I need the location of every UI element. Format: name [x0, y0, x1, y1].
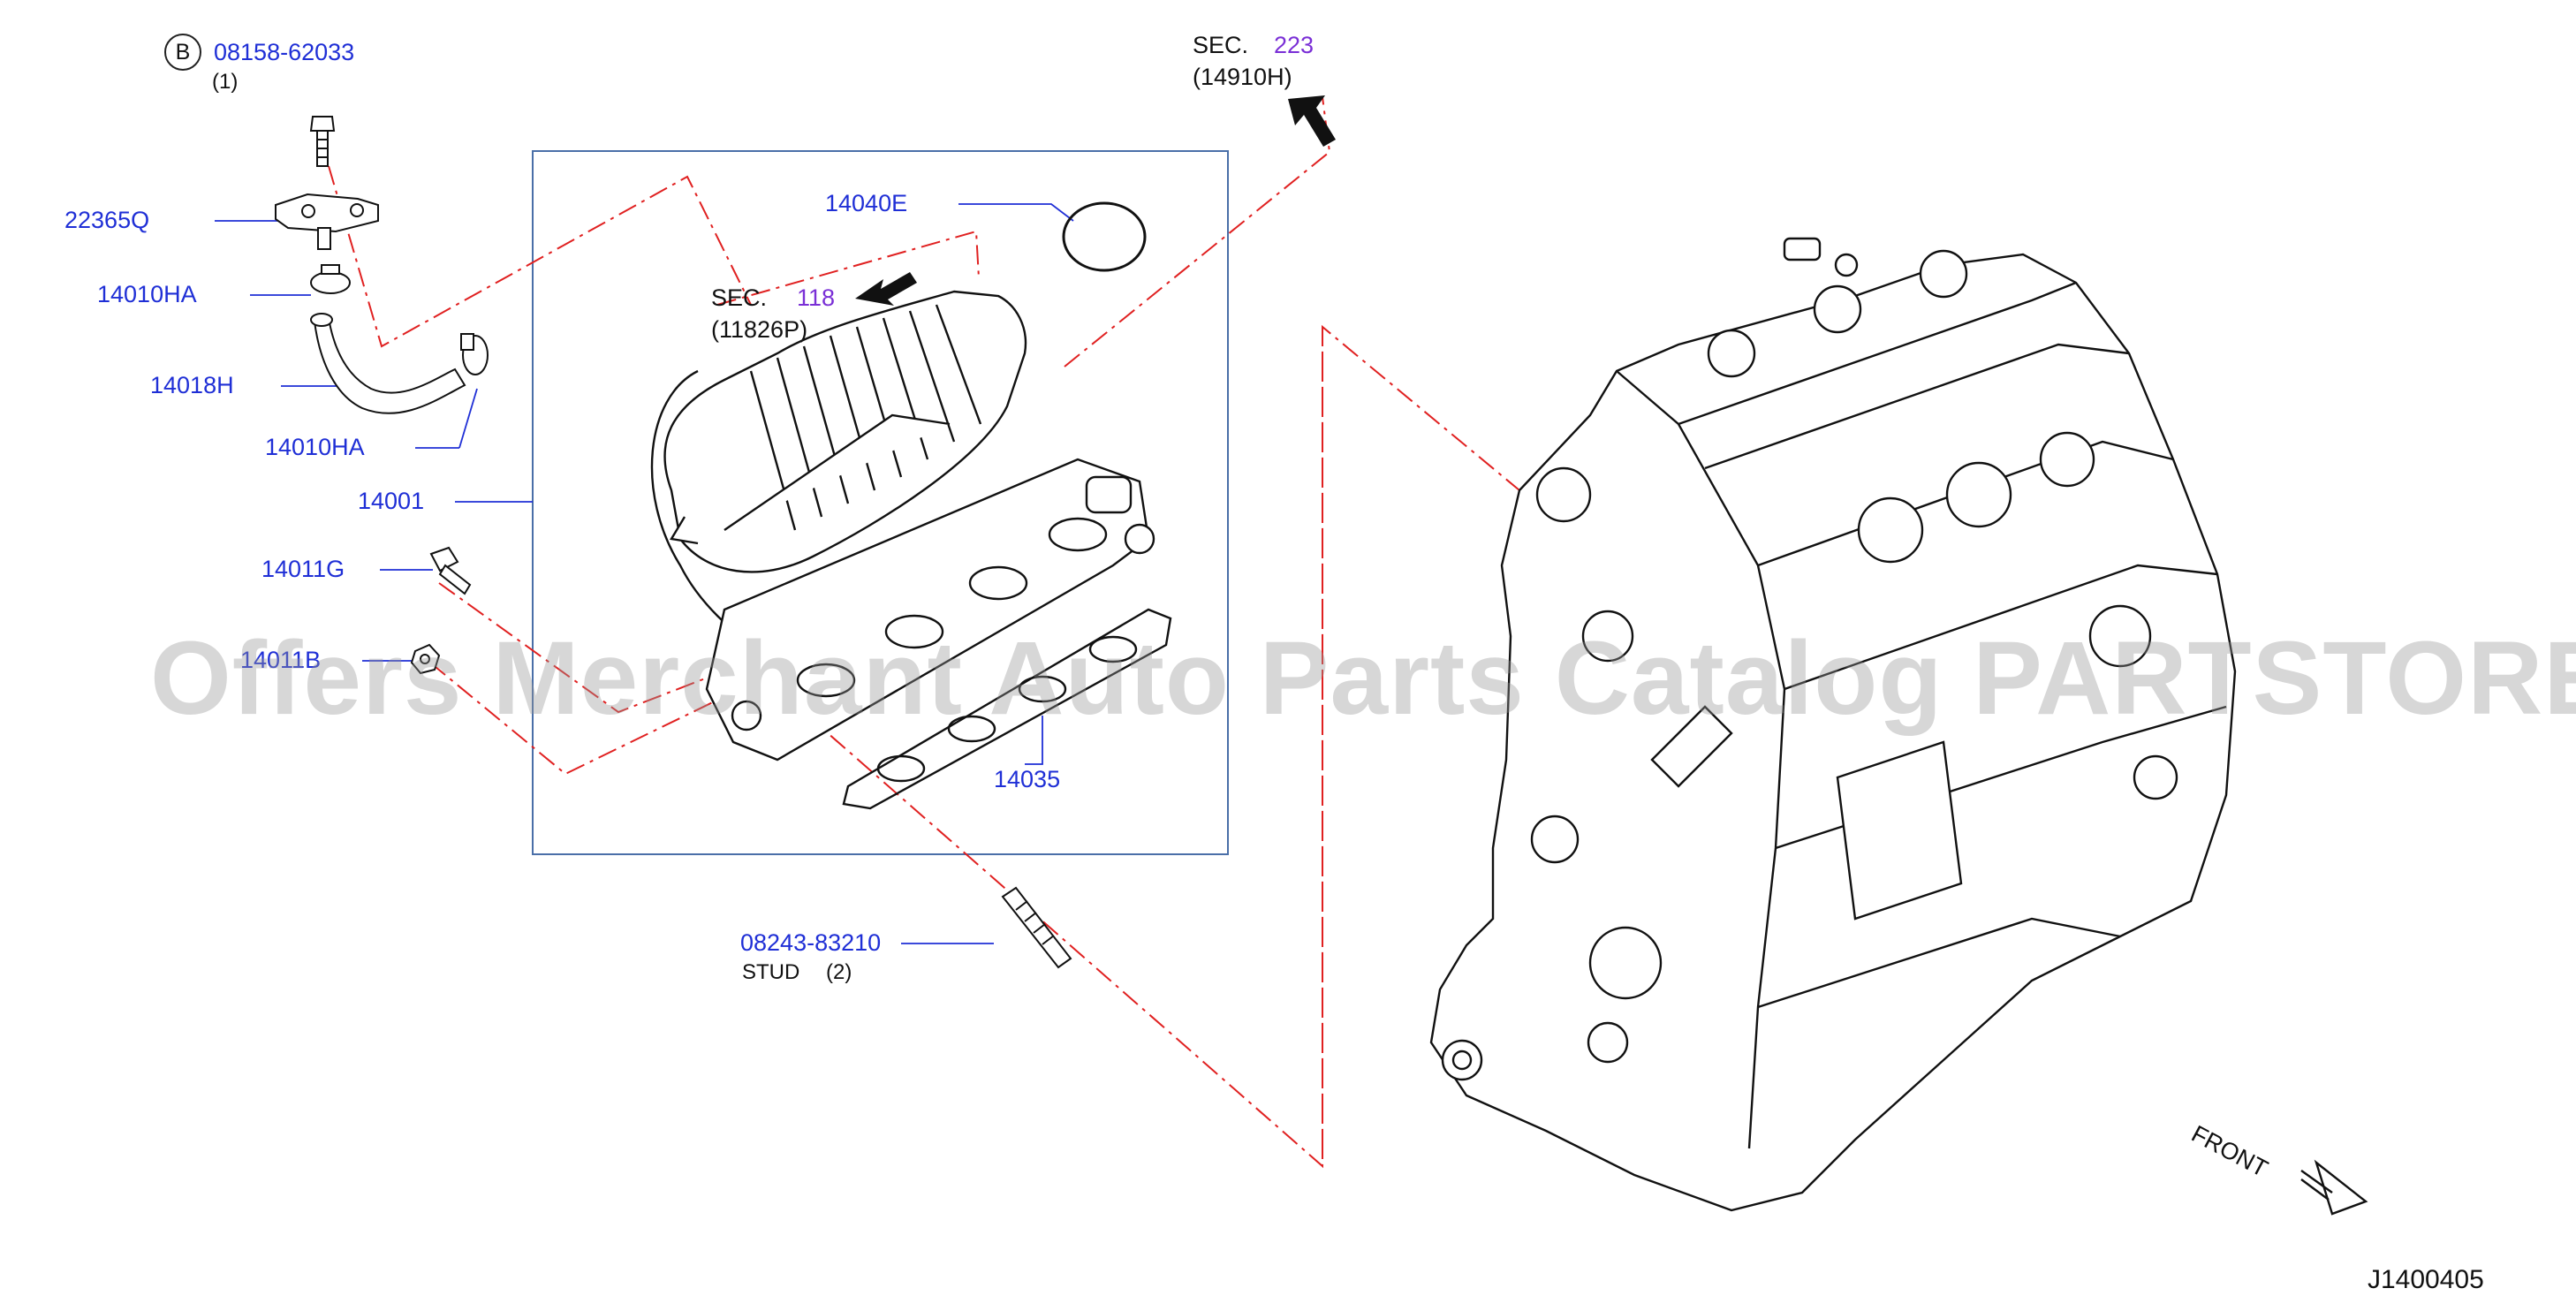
- clamp-upper: [310, 264, 351, 294]
- sec-118-part: (11826P): [711, 316, 808, 343]
- clamp-lower: [460, 333, 489, 375]
- sec-223-arrow-icon: [1288, 95, 1336, 147]
- watermark: Offers Merchant Auto Parts Catalog PARTS…: [150, 620, 2576, 737]
- sec-223-prefix: SEC.: [1193, 32, 1249, 58]
- gasket-ring-14040e: [1062, 201, 1147, 272]
- part-number-14035[interactable]: 14035: [994, 766, 1061, 792]
- part-number-14011g[interactable]: 14011G: [261, 556, 345, 582]
- sec-118-arrow-icon: [855, 272, 917, 306]
- part-number-14011b[interactable]: 14011B: [240, 647, 322, 673]
- bolt-14011g: [429, 546, 472, 595]
- part-number-08158-62033[interactable]: 08158-62033: [214, 39, 355, 65]
- bolt-marker-circle: B: [164, 34, 201, 71]
- part-number-14001[interactable]: 14001: [358, 488, 425, 514]
- stud-08243: [1001, 886, 1072, 969]
- leader-lines: [215, 203, 1074, 944]
- part-number-14040e[interactable]: 14040E: [825, 190, 908, 216]
- part-number-14018h[interactable]: 14018H: [150, 372, 234, 398]
- part-number-22365q[interactable]: 22365Q: [64, 207, 150, 233]
- hose-14018h: [310, 313, 466, 414]
- part-number-08243-83210[interactable]: 08243-83210: [740, 929, 882, 956]
- part-number-14010ha-lower[interactable]: 14010HA: [265, 434, 365, 460]
- stud-label: STUD: [742, 960, 800, 984]
- front-arrow-icon: [2300, 1159, 2368, 1216]
- bolt-quantity: (1): [212, 70, 239, 94]
- nut-14011b: [410, 643, 441, 675]
- stud-quantity: (2): [826, 960, 852, 984]
- gasket-14035: [842, 608, 1172, 810]
- engine-block: [1429, 237, 2237, 1212]
- sec-118-prefix: SEC.: [711, 284, 768, 311]
- diagram-id: J1400405: [2368, 1265, 2484, 1294]
- bolt-08158: [309, 116, 336, 167]
- sec-223-number[interactable]: 223: [1274, 32, 1315, 58]
- part-number-14010ha-upper[interactable]: 14010HA: [97, 281, 197, 307]
- intake-manifold-14001: [650, 290, 1155, 762]
- sec-118-number[interactable]: 118: [797, 284, 836, 311]
- sensor-22365q: [275, 193, 379, 250]
- sec-223-part: (14910H): [1193, 64, 1292, 90]
- manifold-group-frame: [532, 150, 1229, 855]
